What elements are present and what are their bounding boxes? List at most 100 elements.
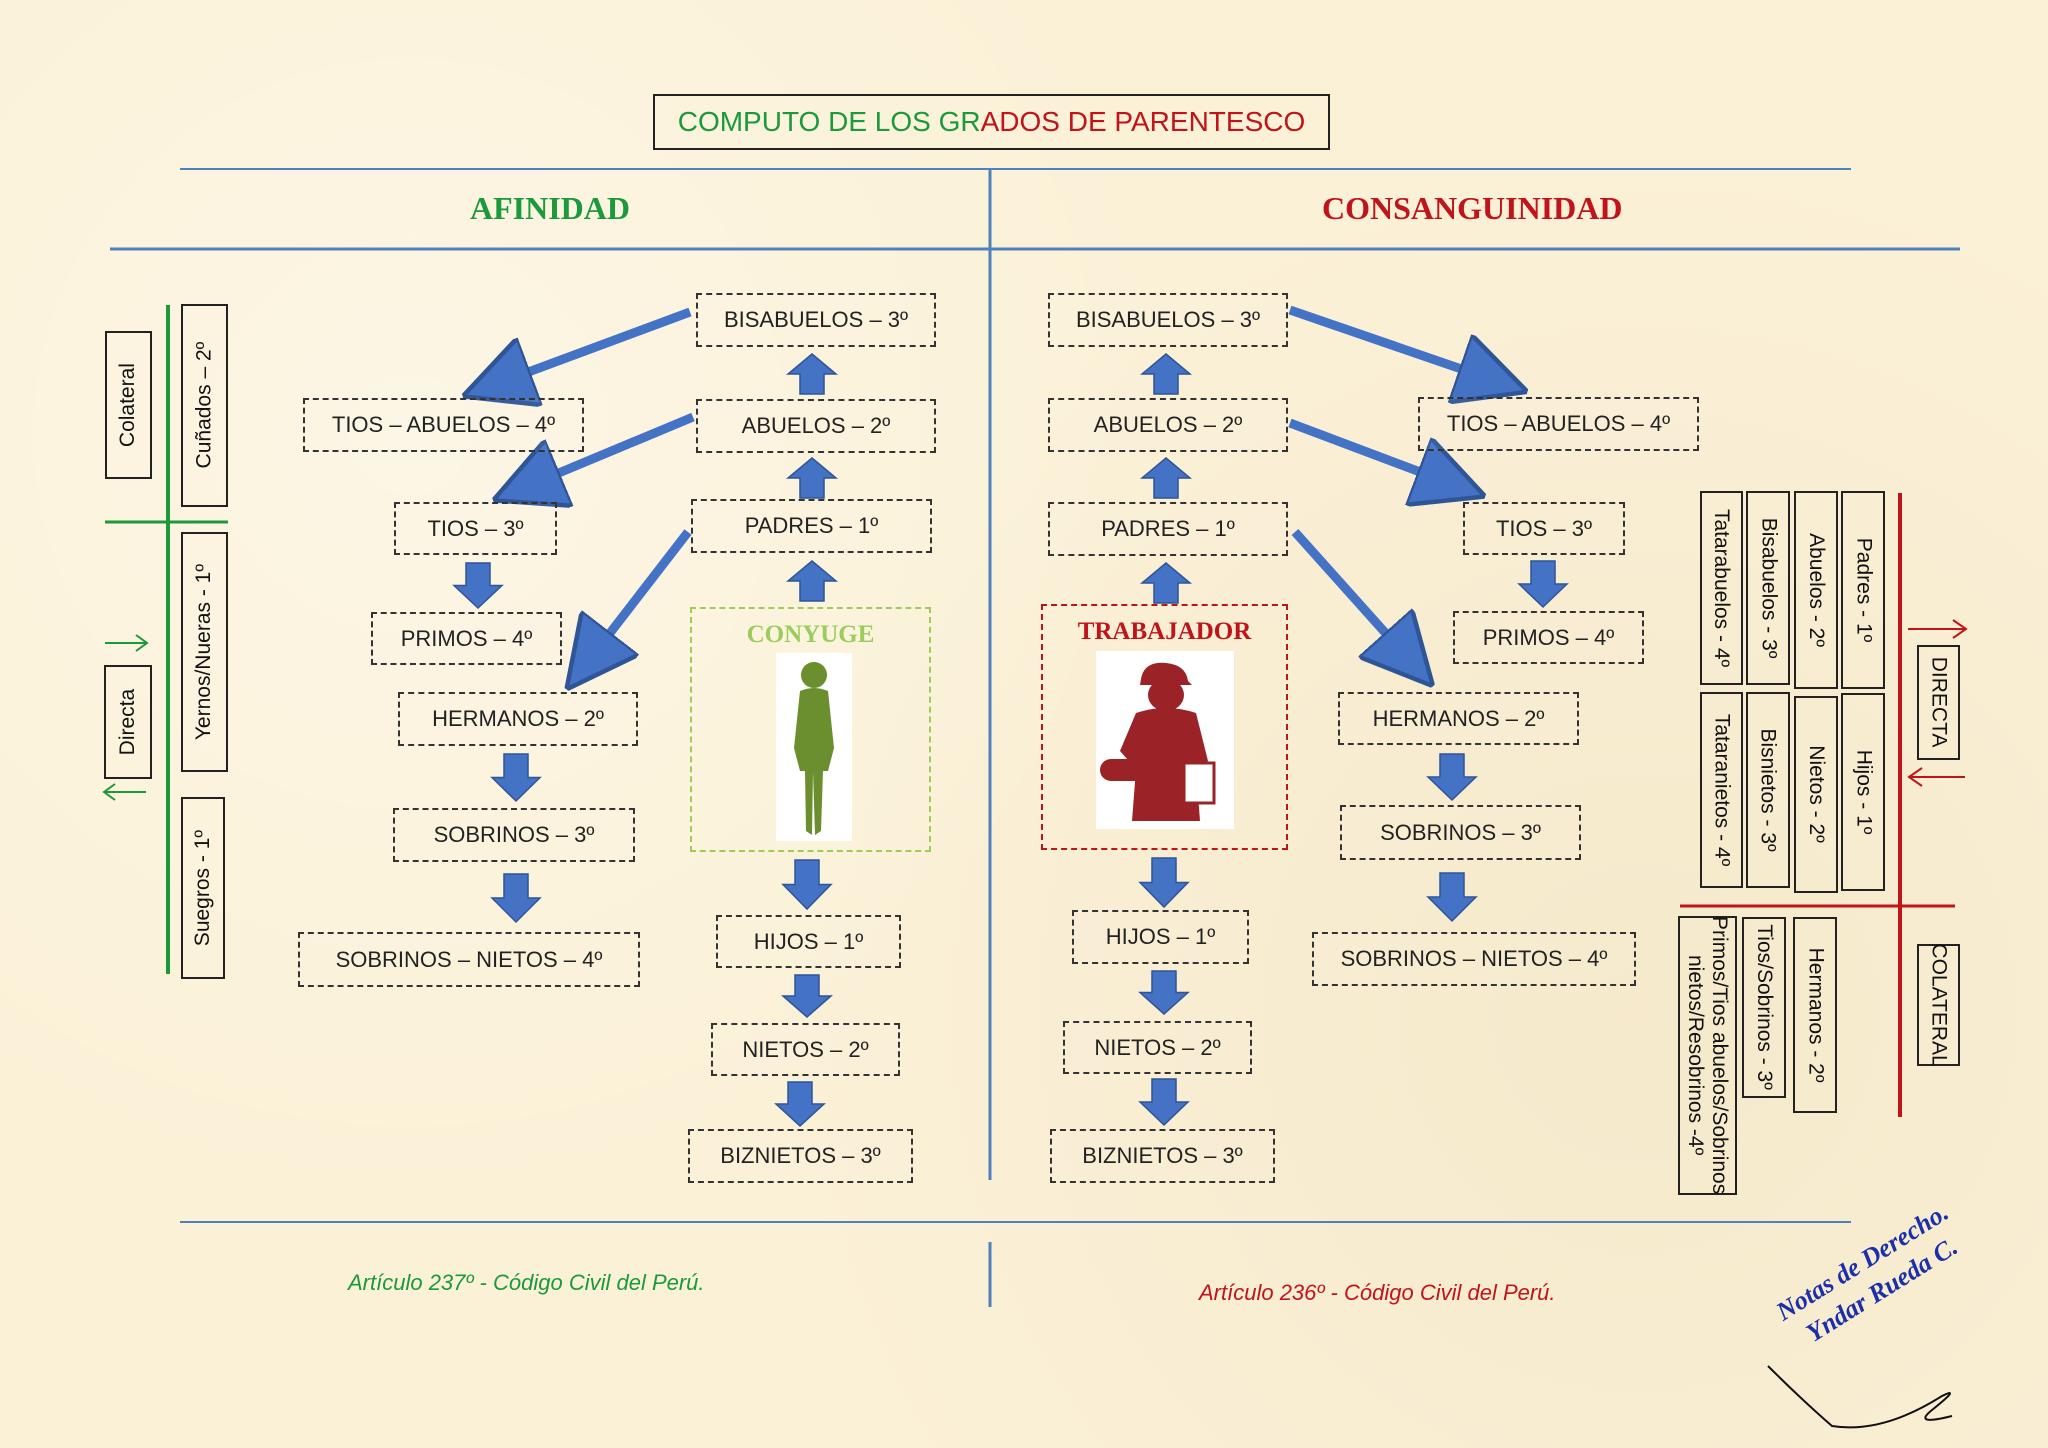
worker-silhouette-icon <box>1100 662 1216 821</box>
signature-flourish-icon <box>1767 1365 1953 1429</box>
af-box-biznietos: BIZNIETOS – 3º <box>688 1129 913 1183</box>
af-box-abuelos: ABUELOS – 2º <box>696 399 936 453</box>
co-legend-directa-text: DIRECTA <box>1927 657 1951 748</box>
co-legend-bisnietos: Bisnietos - 3º <box>1746 692 1790 888</box>
co-box-tios-abuelos: TIOS – ABUELOS – 4º <box>1418 397 1699 451</box>
heading-afinidad: AFINIDAD <box>470 190 630 226</box>
af-box-tios-abuelos: TIOS – ABUELOS – 4º <box>303 398 584 452</box>
af-legend-directa: Directa <box>104 665 152 779</box>
af-box-tios: TIOS – 3º <box>394 502 557 555</box>
co-legend-tataranietos-text: Tataranietos - 4º <box>1710 713 1734 867</box>
co-box-hermanos: HERMANOS – 2º <box>1338 692 1579 745</box>
block-arrow-up-icon <box>785 560 839 602</box>
block-arrow-down-icon <box>490 753 542 803</box>
co-box-primos: PRIMOS – 4º <box>1453 611 1644 664</box>
co-box-nietos: NIETOS – 2º <box>1063 1021 1252 1074</box>
block-arrow-down-icon <box>1426 872 1478 923</box>
af-box-sobrinos: SOBRINOS – 3º <box>393 808 635 862</box>
co-legend-directa: DIRECTA <box>1917 645 1960 760</box>
af-box-hijos: HIJOS – 1º <box>716 915 901 968</box>
af-legend-suegros: Suegros - 1º <box>181 797 225 979</box>
co-box-hijos: HIJOS – 1º <box>1072 910 1249 964</box>
arrow-co-abuelos-tios <box>1288 418 1460 487</box>
co-legend-tatarabuelos-text: Tatarabuelos - 4º <box>1710 508 1734 668</box>
co-legend-nietos-text: Nietos - 2º <box>1805 745 1829 844</box>
arrow-af-bisabuelos-tiosabuelos <box>488 307 692 387</box>
af-legend-yernos: Yernos/Nueras - 1º <box>181 532 228 772</box>
co-legend-bisabuelos: Bisabuelos - 3º <box>1746 491 1790 685</box>
co-box-abuelos: ABUELOS – 2º <box>1048 398 1288 452</box>
af-box-bisabuelos: BISABUELOS – 3º <box>696 293 936 347</box>
trabajador-box: TRABAJADOR <box>1041 604 1288 850</box>
block-arrow-down-icon <box>1517 560 1569 609</box>
co-legend-tatarabuelos: Tatarabuelos - 4º <box>1700 491 1743 685</box>
article-consanguinidad: Artículo 236º - Código Civil del Perú. <box>1199 1280 1556 1305</box>
co-box-bisabuelos: BISABUELOS – 3º <box>1048 293 1288 347</box>
af-legend-directa-text: Directa <box>115 688 139 756</box>
block-arrow-down-icon <box>774 1081 826 1128</box>
arrow-af-abuelos-tios <box>518 412 695 490</box>
co-box-padres: PADRES – 1º <box>1048 502 1288 556</box>
co-box-sobrinos: SOBRINOS – 3º <box>1340 805 1581 860</box>
co-box-tios: TIOS – 3º <box>1463 502 1625 555</box>
diagonal-arrows <box>488 305 1502 668</box>
co-legend-colateral-text: COLATERAL <box>1927 943 1951 1067</box>
co-legend-primos-line1: Primos/Tios abuelos/Sobrinos <box>1708 916 1732 1195</box>
block-arrows <box>452 353 1569 1128</box>
co-legend-colateral: COLATERAL <box>1917 943 1960 1067</box>
block-arrow-down-icon <box>490 873 542 924</box>
conyuge-box: CONYUGE <box>690 607 931 852</box>
af-legend-colateral: Colateral <box>105 331 152 479</box>
af-legend-cunados-text: Cuñados – 2º <box>192 342 216 469</box>
red-arrow-left-icon <box>1907 767 1965 787</box>
co-legend-bisabuelos-text: Bisabuelos - 3º <box>1757 517 1781 659</box>
block-arrow-down-icon <box>1426 753 1478 802</box>
af-legend-suegros-text: Suegros - 1º <box>190 829 214 947</box>
block-arrow-up-icon <box>1139 562 1193 604</box>
heading-consanguinidad: CONSANGUINIDAD <box>1322 190 1623 226</box>
block-arrow-down-icon <box>1138 1078 1190 1127</box>
co-legend-hermanos-text: Hermanos - 2º <box>1804 947 1828 1083</box>
af-legend-cunados: Cuñados – 2º <box>181 304 228 507</box>
block-arrow-down-icon <box>1138 857 1190 909</box>
block-arrow-down-icon <box>781 974 833 1018</box>
af-legend-yernos-text: Yernos/Nueras - 1º <box>192 563 216 741</box>
af-box-hermanos: HERMANOS – 2º <box>398 692 638 746</box>
co-legend-padres-text: Padres - 1º <box>1852 537 1876 643</box>
co-legend-bisnietos-text: Bisnietos - 3º <box>1757 728 1781 852</box>
arrow-co-bisabuelos-tiosabuelos <box>1288 305 1502 383</box>
block-arrow-up-icon <box>1139 353 1193 395</box>
title-part1: COMPUTO DE LOS GR <box>677 106 981 137</box>
article-afinidad: Artículo 237º - Código Civil del Perú. <box>348 1270 705 1295</box>
block-arrow-up-icon <box>785 457 839 499</box>
co-legend-nietos: Nietos - 2º <box>1794 696 1838 893</box>
af-box-nietos: NIETOS – 2º <box>711 1023 900 1076</box>
green-arrow-right-icon <box>105 634 149 652</box>
af-box-padres: PADRES – 1º <box>691 499 932 553</box>
block-arrow-up-icon <box>1139 457 1193 499</box>
co-legend-primos-line2: nietos/Resobrinos -4º <box>1684 955 1708 1156</box>
af-legend-colateral-text: Colateral <box>116 362 140 448</box>
trabajador-label: TRABAJADOR <box>1077 618 1252 645</box>
af-box-primos: PRIMOS – 4º <box>371 612 562 665</box>
co-legend-abuelos-text: Abuelos - 2º <box>1805 533 1829 647</box>
block-arrow-down-icon <box>452 562 504 610</box>
conyuge-label: CONYUGE <box>746 621 875 648</box>
af-box-sobrinos-nietos: SOBRINOS – NIETOS – 4º <box>298 932 640 987</box>
co-box-sobrinos-nietos: SOBRINOS – NIETOS – 4º <box>1312 932 1636 986</box>
co-legend-padres: Padres - 1º <box>1841 491 1885 689</box>
title-part2: ADOS DE PARENTESCO <box>980 106 1306 137</box>
conyuge-photo-frame <box>776 653 852 841</box>
woman-silhouette-icon <box>794 662 834 835</box>
co-legend-hijos-text: Hijos - 1º <box>1852 749 1876 835</box>
green-arrow-left-icon <box>102 783 146 801</box>
co-legend-tios-sobrinos-text: Tios/Sobrinos - 3º <box>1753 924 1777 1091</box>
arrow-af-padres-hermanos <box>583 529 692 668</box>
block-arrow-up-icon <box>785 353 839 395</box>
block-arrow-down-icon <box>1138 970 1190 1016</box>
co-legend-abuelos: Abuelos - 2º <box>1794 491 1838 689</box>
